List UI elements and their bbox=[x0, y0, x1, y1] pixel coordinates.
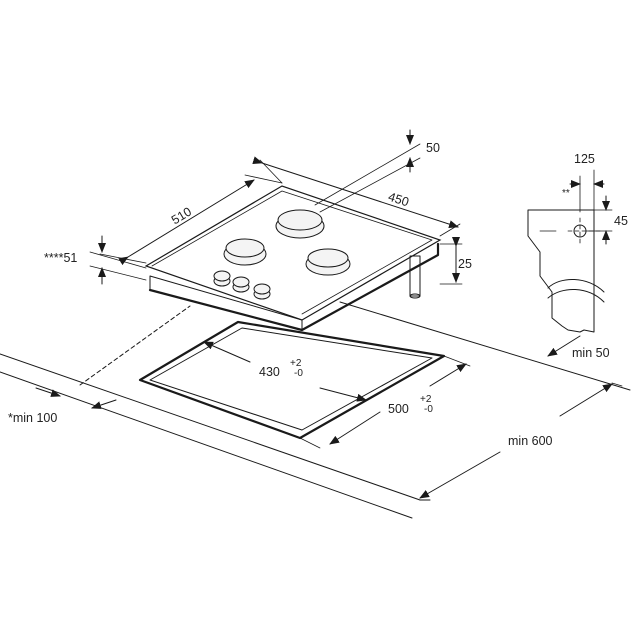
label-51: ****51 bbox=[44, 251, 77, 265]
control-knobs bbox=[213, 270, 271, 300]
dimension-min-600: min 600 bbox=[419, 382, 623, 499]
label-min-50: min 50 bbox=[572, 346, 610, 360]
dimension-430: 430 +2 -0 bbox=[203, 341, 367, 402]
burner-right bbox=[305, 248, 351, 276]
gas-connection bbox=[409, 255, 421, 299]
tolerance-430-minus: -0 bbox=[294, 368, 303, 379]
label-min-600: min 600 bbox=[508, 434, 553, 448]
label-450: 450 bbox=[386, 190, 410, 210]
hob bbox=[144, 185, 442, 332]
cutout-outer bbox=[138, 320, 446, 440]
dimension-min-50: min 50 bbox=[547, 335, 610, 360]
hob-base bbox=[148, 242, 440, 332]
side-curve-2 bbox=[547, 288, 605, 303]
worktop-back-edge bbox=[339, 301, 631, 391]
gas-pipe bbox=[409, 255, 421, 297]
burner-left bbox=[223, 238, 267, 266]
worktop-front-lower-edge bbox=[0, 371, 413, 519]
label-500: 500 bbox=[388, 402, 409, 416]
dimension-25: 25 bbox=[439, 237, 472, 285]
cutout-outline bbox=[138, 320, 446, 440]
worktop-front-edge bbox=[0, 353, 421, 501]
tolerance-500-plus: +2 bbox=[420, 394, 432, 405]
label-510: 510 bbox=[169, 205, 194, 228]
dimension-50-top: 50 bbox=[314, 129, 440, 213]
label-125: 125 bbox=[574, 152, 595, 166]
label-50-top: 50 bbox=[426, 141, 440, 155]
label-min-100: *min 100 bbox=[8, 411, 57, 425]
burner-large bbox=[275, 209, 325, 239]
projection-line bbox=[79, 305, 191, 386]
label-double-star: ** bbox=[562, 188, 570, 199]
label-25: 25 bbox=[458, 257, 472, 271]
tolerance-430-plus: +2 bbox=[290, 358, 302, 369]
label-45: 45 bbox=[614, 214, 628, 228]
tolerance-500-minus: -0 bbox=[424, 404, 433, 415]
label-430: 430 bbox=[259, 365, 280, 379]
worktop bbox=[0, 301, 631, 519]
dimension-min-100: *min 100 bbox=[8, 387, 117, 425]
side-profile bbox=[527, 209, 595, 333]
dimension-51: ****51 bbox=[44, 235, 147, 285]
dimension-500: 500 +2 -0 bbox=[299, 355, 471, 449]
side-curve-1 bbox=[547, 278, 605, 293]
side-section-detail: 125 ** 45 bbox=[527, 152, 628, 333]
dimension-450: 450 bbox=[252, 156, 461, 237]
